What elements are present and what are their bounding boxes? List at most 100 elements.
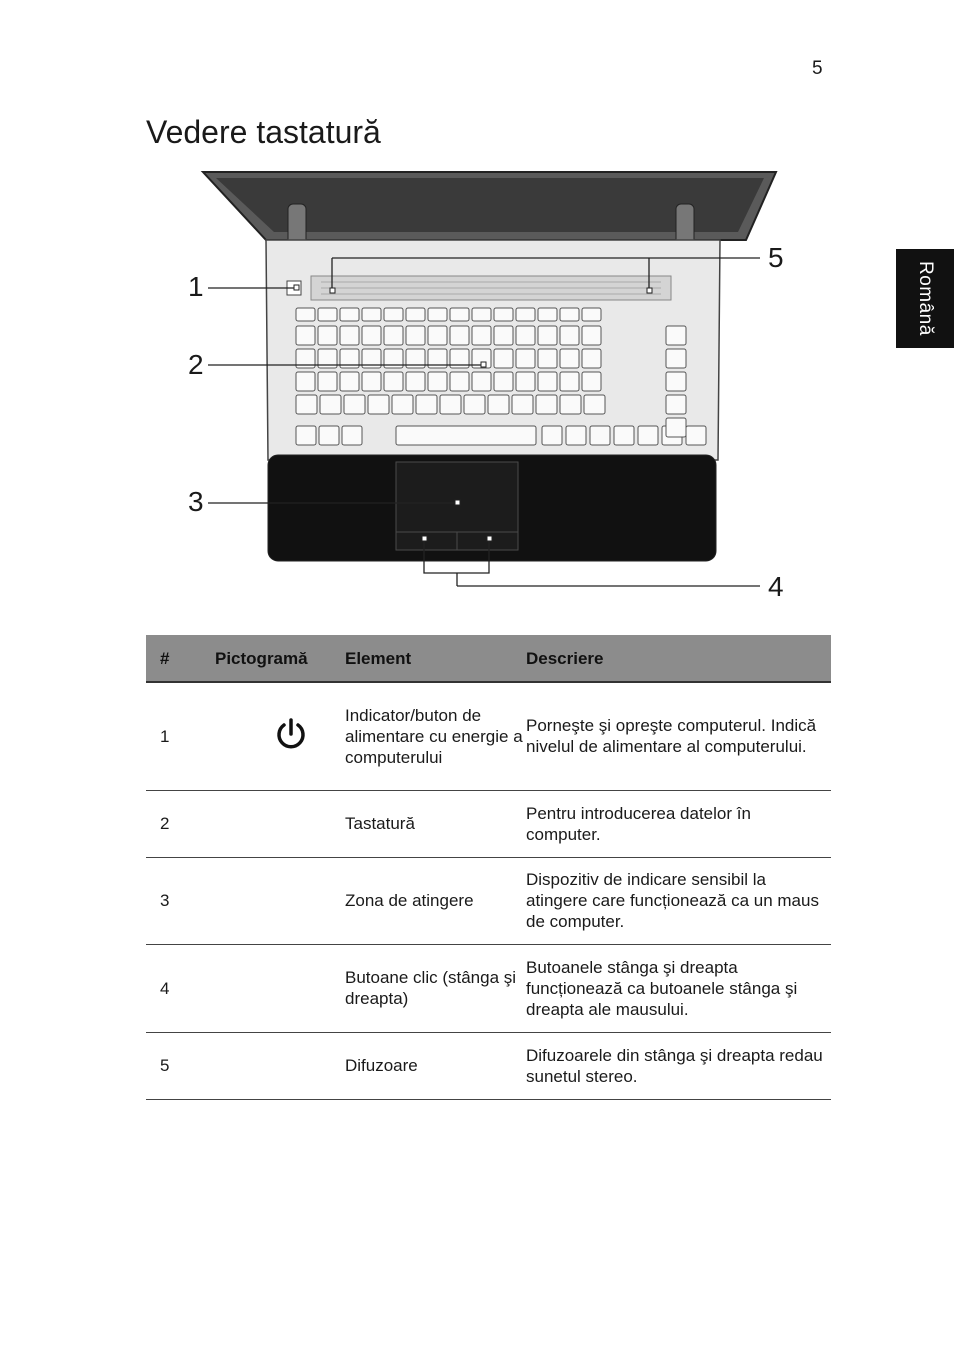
language-tab-label: Română: [914, 261, 936, 336]
keyboard-key: [582, 349, 601, 368]
keyboard-key: [538, 372, 557, 391]
keyboard-key: [560, 395, 581, 414]
row-icon-cell: [215, 790, 345, 857]
row-description: Dispozitiv de indicare sensibil la ating…: [526, 857, 831, 944]
keyboard-key: [296, 326, 315, 345]
row-element: Zona de atingere: [345, 857, 526, 944]
keyboard-key: [464, 395, 485, 414]
keyboard-key: [686, 426, 706, 445]
row-element: Indicator/buton de alimentare cu energie…: [345, 682, 526, 790]
keyboard-key: [384, 372, 403, 391]
row-description: Porneşte şi opreşte computerul. Indică n…: [526, 682, 831, 790]
keyboard-key: [340, 326, 359, 345]
keyboard-key: [318, 372, 337, 391]
keyboard-key: [296, 426, 316, 445]
keyboard-key: [472, 326, 491, 345]
keyboard-key: [428, 326, 447, 345]
keyboard-key: [560, 326, 579, 345]
keyboard-key: [472, 308, 491, 321]
keyboard-key: [638, 426, 658, 445]
keyboard-key: [362, 372, 381, 391]
row-element: Butoane clic (stânga şi dreapta): [345, 944, 526, 1032]
laptop-illustration: [146, 160, 836, 620]
callout-5: 5: [768, 242, 784, 274]
keyboard-key: [450, 308, 469, 321]
keyboard-key: [296, 372, 315, 391]
keyboard-key: [494, 326, 513, 345]
keyboard-key: [516, 372, 535, 391]
keyboard-key: [614, 426, 634, 445]
keyboard-key: [512, 395, 533, 414]
table-row: 2 Tastatură Pentru introducerea datelor …: [146, 790, 831, 857]
page-title: Vedere tastatură: [146, 114, 381, 151]
keyboard-key: [384, 326, 403, 345]
keyboard-key: [666, 372, 686, 391]
keyboard-key: [560, 372, 579, 391]
row-element: Tastatură: [345, 790, 526, 857]
keyboard-key: [584, 395, 605, 414]
row-number: 1: [146, 682, 215, 790]
keyboard-key: [368, 395, 389, 414]
keyboard-key: [406, 372, 425, 391]
table-header-row: # Pictogramă Element Descriere: [146, 635, 831, 682]
row-description: Butoanele stânga şi dreapta funcționează…: [526, 944, 831, 1032]
keyboard-key: [536, 395, 557, 414]
keyboard-key: [344, 395, 365, 414]
keyboard-key: [560, 308, 579, 321]
keyboard-key: [416, 395, 437, 414]
callout-4: 4: [768, 571, 784, 603]
header-description: Descriere: [526, 635, 831, 682]
row-number: 2: [146, 790, 215, 857]
keyboard-key: [516, 326, 535, 345]
keyboard-key: [538, 349, 557, 368]
keyboard-key: [362, 326, 381, 345]
row-number: 5: [146, 1032, 215, 1099]
keyboard-key: [472, 372, 491, 391]
header-element: Element: [345, 635, 526, 682]
header-number: #: [146, 635, 215, 682]
keyboard-key: [450, 326, 469, 345]
keyboard-key: [318, 326, 337, 345]
keyboard-key: [450, 372, 469, 391]
keyboard-key: [406, 308, 425, 321]
keyboard-key: [494, 349, 513, 368]
keyboard-key: [428, 308, 447, 321]
keyboard-key: [342, 426, 362, 445]
page-number: 5: [812, 58, 823, 80]
spacebar-key: [396, 426, 536, 445]
keyboard-key: [494, 308, 513, 321]
callout-3: 3: [188, 486, 204, 518]
row-icon-cell: [215, 1032, 345, 1099]
laptop-keyboard-figure: 1 2 3 4 5: [146, 160, 836, 620]
keyboard-key: [296, 395, 317, 414]
keyboard-key: [582, 326, 601, 345]
keyboard-key: [340, 308, 359, 321]
keyboard-key: [666, 349, 686, 368]
power-icon: [273, 716, 309, 757]
keyboard-key: [538, 308, 557, 321]
table-row: 5 Difuzoare Difuzoarele din stânga şi dr…: [146, 1032, 831, 1099]
keyboard-key: [560, 349, 579, 368]
row-number: 3: [146, 857, 215, 944]
keyboard-key: [666, 395, 686, 414]
keyboard-key: [566, 426, 586, 445]
keyboard-key: [296, 308, 315, 321]
callout-1: 1: [188, 271, 204, 303]
row-icon-cell: [215, 682, 345, 790]
keyboard-key: [516, 349, 535, 368]
header-icon: Pictogramă: [215, 635, 345, 682]
keyboard-key: [494, 372, 513, 391]
language-tab: Română: [896, 249, 954, 348]
keyboard-key: [406, 326, 425, 345]
table-row: 3 Zona de atingere Dispozitiv de indicar…: [146, 857, 831, 944]
keyboard-key: [428, 372, 447, 391]
row-description: Pentru introducerea datelor în computer.: [526, 790, 831, 857]
component-table: # Pictogramă Element Descriere 1 Indicat…: [146, 635, 831, 1100]
keyboard-key: [666, 418, 686, 437]
keyboard-key: [362, 308, 381, 321]
row-description: Difuzoarele din stânga şi dreapta redau …: [526, 1032, 831, 1099]
keyboard-key: [542, 426, 562, 445]
keyboard-key: [340, 372, 359, 391]
table-row: 4 Butoane clic (stânga şi dreapta) Butoa…: [146, 944, 831, 1032]
row-element: Difuzoare: [345, 1032, 526, 1099]
